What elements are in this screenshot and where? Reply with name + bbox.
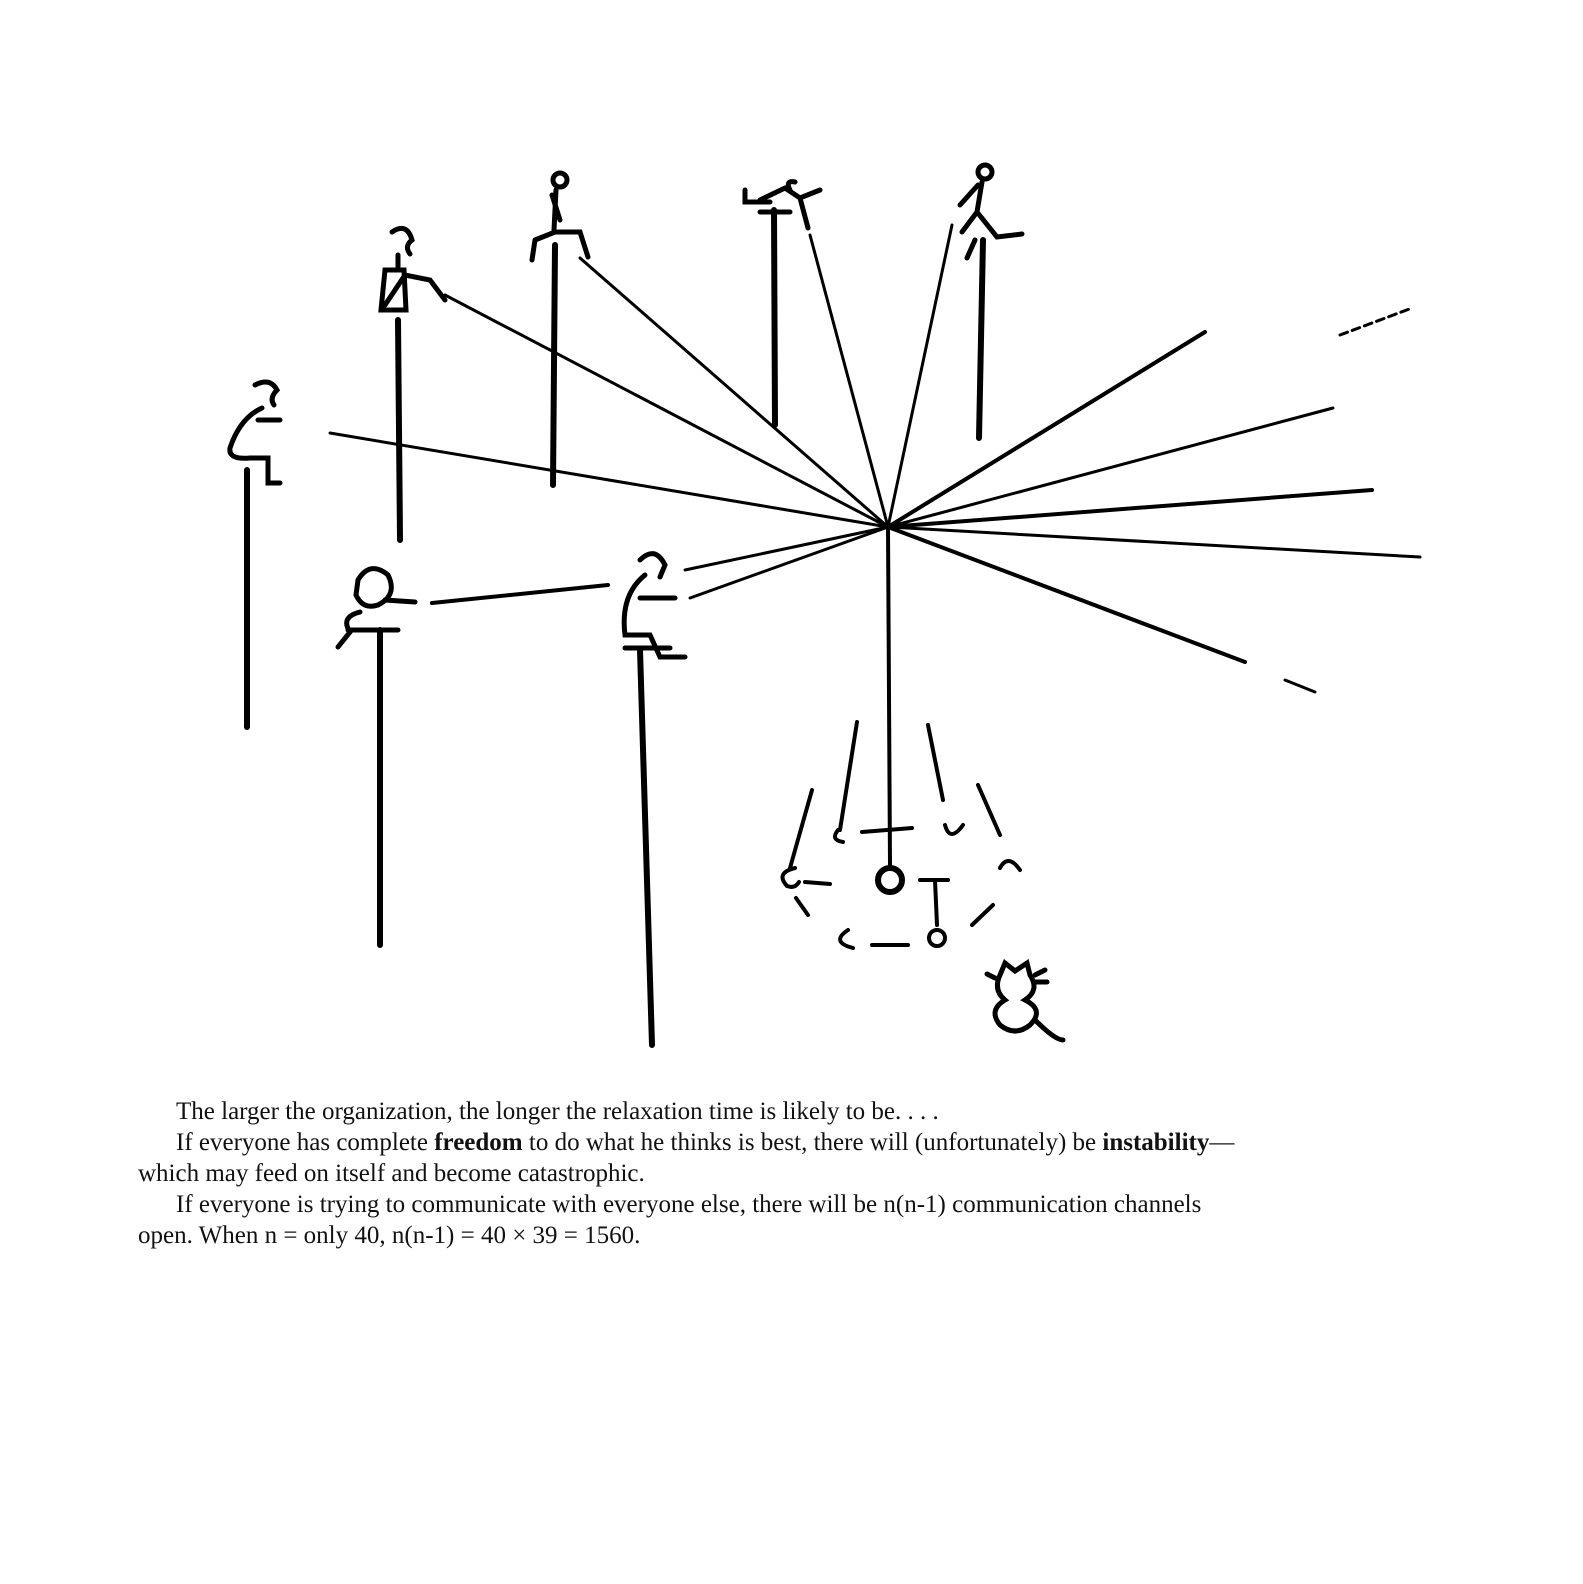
figure	[529, 170, 591, 263]
figure	[227, 379, 283, 486]
communication-lines	[328, 223, 1422, 867]
communication-illustration	[227, 162, 1422, 1048]
cat-icon	[984, 958, 1066, 1043]
figure	[621, 551, 688, 660]
figure	[378, 225, 448, 313]
poles	[244, 207, 986, 1048]
figure	[335, 566, 418, 650]
chandelier	[780, 720, 1022, 950]
paragraph-3-line-1: If everyone is trying to communicate wit…	[176, 1191, 1202, 1218]
paragraph-2-line-1: If everyone has complete freedom to do w…	[138, 1127, 1468, 1158]
paragraph-2-line-2: which may feed on itself and become cata…	[138, 1160, 645, 1187]
pole-sitters	[227, 162, 1025, 660]
text: to do what he thinks is best, there will…	[522, 1129, 1103, 1156]
text: —	[1209, 1129, 1235, 1156]
paragraph-1: The larger the organization, the longer …	[176, 1098, 939, 1125]
figure	[957, 162, 1025, 261]
text: If everyone has complete	[176, 1129, 435, 1156]
bold-instability: instability	[1102, 1129, 1210, 1156]
figure	[742, 179, 823, 231]
bold-freedom: freedom	[434, 1129, 523, 1156]
paragraph-3-line-2: open. When n = only 40, n(n-1) = 40 × 39…	[138, 1222, 641, 1249]
body-text: The larger the organization, the longer …	[138, 1096, 1468, 1251]
